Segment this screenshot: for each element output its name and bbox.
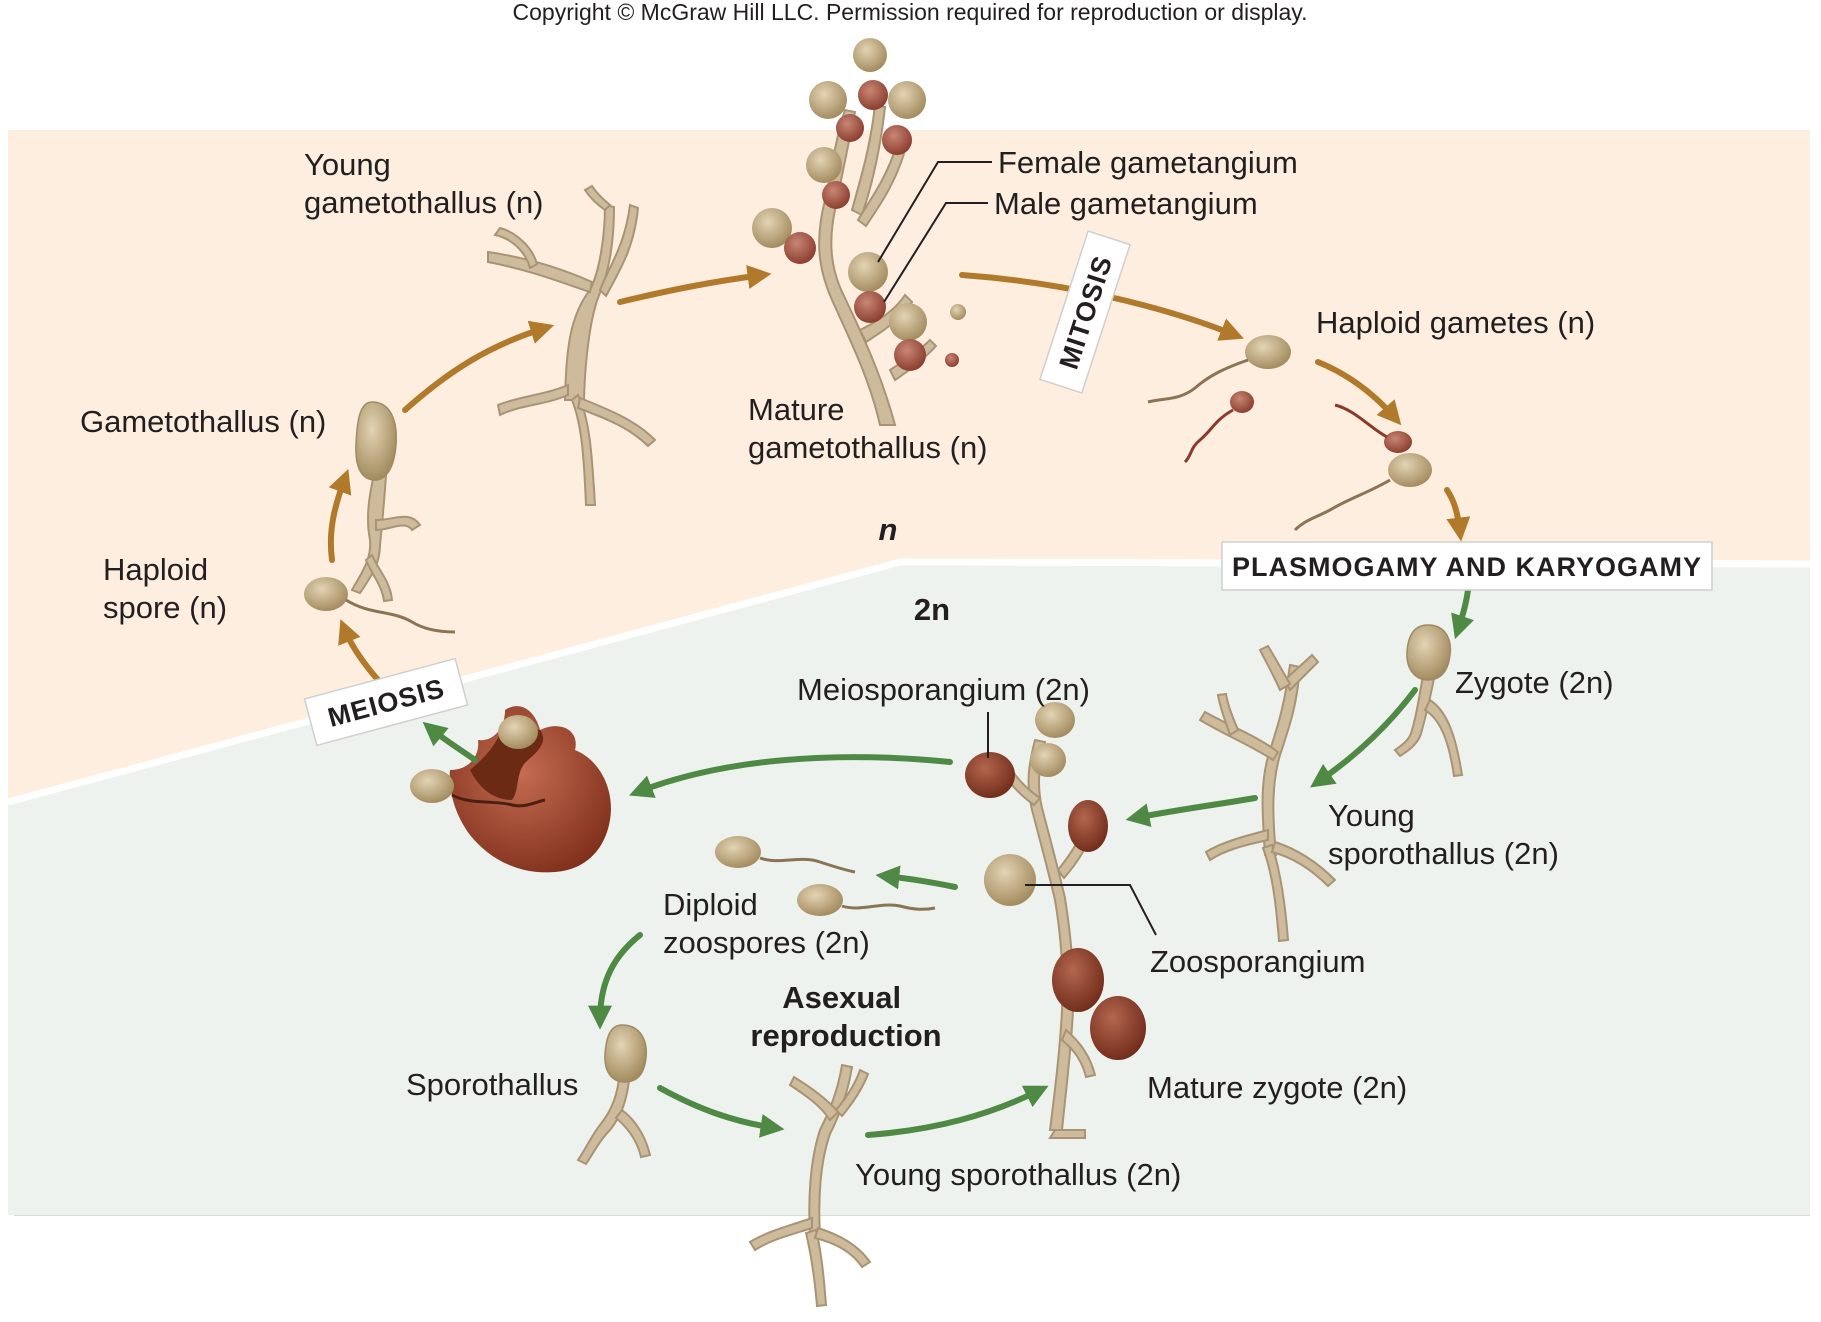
diploid-zoospores-illustration — [715, 836, 936, 916]
mature-zygote-label: Mature zygote (2n) — [1147, 1070, 1407, 1105]
young-gametothallus-illustration — [487, 184, 657, 506]
arrow-sporothallus-to-young — [657, 1085, 785, 1138]
gametangium — [822, 181, 850, 209]
sporothallus-illustration — [576, 1024, 652, 1166]
arrow-meiosis-to-spore — [338, 619, 381, 683]
zygote-label: Zygote (2n) — [1455, 665, 1614, 700]
plasmogamy-box: PLASMOGAMY AND KARYOGAMY — [1221, 541, 1713, 591]
haploid-spore-illustration — [304, 577, 456, 634]
sporangium — [1030, 743, 1066, 777]
zoosporangium-label: Zoosporangium — [1150, 944, 1365, 979]
haploid-gametes-label: Haploid gametes (n) — [1316, 305, 1595, 340]
gametangium — [882, 125, 912, 155]
female-gametangium-label: Female gametangium — [998, 145, 1298, 180]
asexual-reproduction-label: Asexual reproduction — [750, 980, 941, 1053]
gametangium — [784, 232, 816, 264]
female-gametangium — [848, 252, 888, 292]
meiosporangium-label: Meiosporangium (2n) — [797, 672, 1090, 707]
arrow-zygote-to-young-sporothallus — [1310, 687, 1418, 788]
zoosporangium — [984, 854, 1036, 906]
young-sporothallus-bottom-illustration — [748, 1063, 872, 1308]
young-sporothallus-right-illustration — [1198, 644, 1337, 943]
gametangium — [888, 81, 926, 119]
sporangium — [1035, 702, 1075, 738]
leader-lines — [877, 161, 1157, 936]
diploid-zone-label: 2n — [914, 592, 950, 627]
sporangium — [1068, 800, 1108, 852]
gametangium — [950, 304, 966, 320]
gametangium — [806, 147, 842, 183]
haploid-spore-label: Haploid spore (n) — [103, 552, 227, 625]
arrow-young-to-mature-zygote — [865, 1085, 1049, 1138]
arrow-young-to-mature — [617, 265, 772, 305]
diploid-cycle-arrows — [422, 587, 1474, 1138]
male-gametangium — [854, 291, 886, 323]
arrow-young-sporothallus-to-mature — [1125, 795, 1258, 827]
young-sporothallus-bottom-label: Young sporothallus (2n) — [855, 1157, 1181, 1192]
gametangium — [889, 303, 927, 341]
background-panels — [7, 130, 1811, 1216]
haploid-zone — [8, 130, 1810, 800]
arrow-plasmogamy-to-zygote — [1451, 587, 1474, 640]
gametangium — [858, 80, 888, 110]
mature-zygote-illustration — [965, 702, 1146, 1139]
sporangium — [1052, 948, 1104, 1012]
copyright-text: Copyright © McGraw Hill LLC. Permission … — [513, 0, 1308, 25]
zygote-illustration — [1393, 624, 1464, 778]
gametangium — [853, 38, 887, 72]
diploid-zone — [8, 560, 1810, 1215]
arrow-mature-to-meiosporangium — [629, 754, 953, 798]
arrow-zoospores-to-sporothallus — [588, 932, 643, 1030]
arrow-spore-to-gametothallus — [327, 468, 352, 563]
plasmogamy-label: PLASMOGAMY AND KARYOGAMY — [1232, 552, 1702, 582]
young-gametothallus-label: Young gametothallus (n) — [304, 147, 544, 220]
young-sporothallus-right-label: Young sporothallus (2n) — [1328, 798, 1559, 871]
gametothallus-label: Gametothallus (n) — [80, 404, 326, 439]
labels: Young gametothallus (n) Female gametangi… — [80, 145, 1614, 1192]
gametangium — [836, 114, 864, 142]
gametangium — [809, 81, 847, 119]
diploid-zoospores-label: Diploid zoospores (2n) — [663, 887, 870, 960]
arrow-zoosporangium-to-zoospores — [875, 865, 958, 890]
mature-gametothallus-label: Mature gametothallus (n) — [748, 392, 988, 465]
haploid-zone-label: n — [879, 512, 898, 547]
meiosporangium — [965, 752, 1015, 798]
haploid-gametes-illustration — [1147, 335, 1432, 532]
arrow-gametes-to-fusion — [1315, 359, 1402, 426]
gametangium — [752, 208, 792, 248]
gametangium — [945, 353, 959, 367]
sporothallus-label: Sporothallus — [406, 1067, 578, 1102]
meiosporangium-illustration — [410, 706, 611, 873]
gametangium — [894, 339, 926, 371]
arrow-fusion-to-plasmogamy — [1444, 487, 1471, 542]
arrow-gametothallus-to-young — [402, 320, 555, 413]
male-gametangium-label: Male gametangium — [994, 186, 1258, 221]
sporangium — [1090, 996, 1146, 1060]
gametothallus-illustration — [350, 401, 422, 603]
mature-gametothallus-illustration — [752, 38, 966, 426]
arrow-meiosporangium-to-meiosis — [422, 721, 478, 763]
